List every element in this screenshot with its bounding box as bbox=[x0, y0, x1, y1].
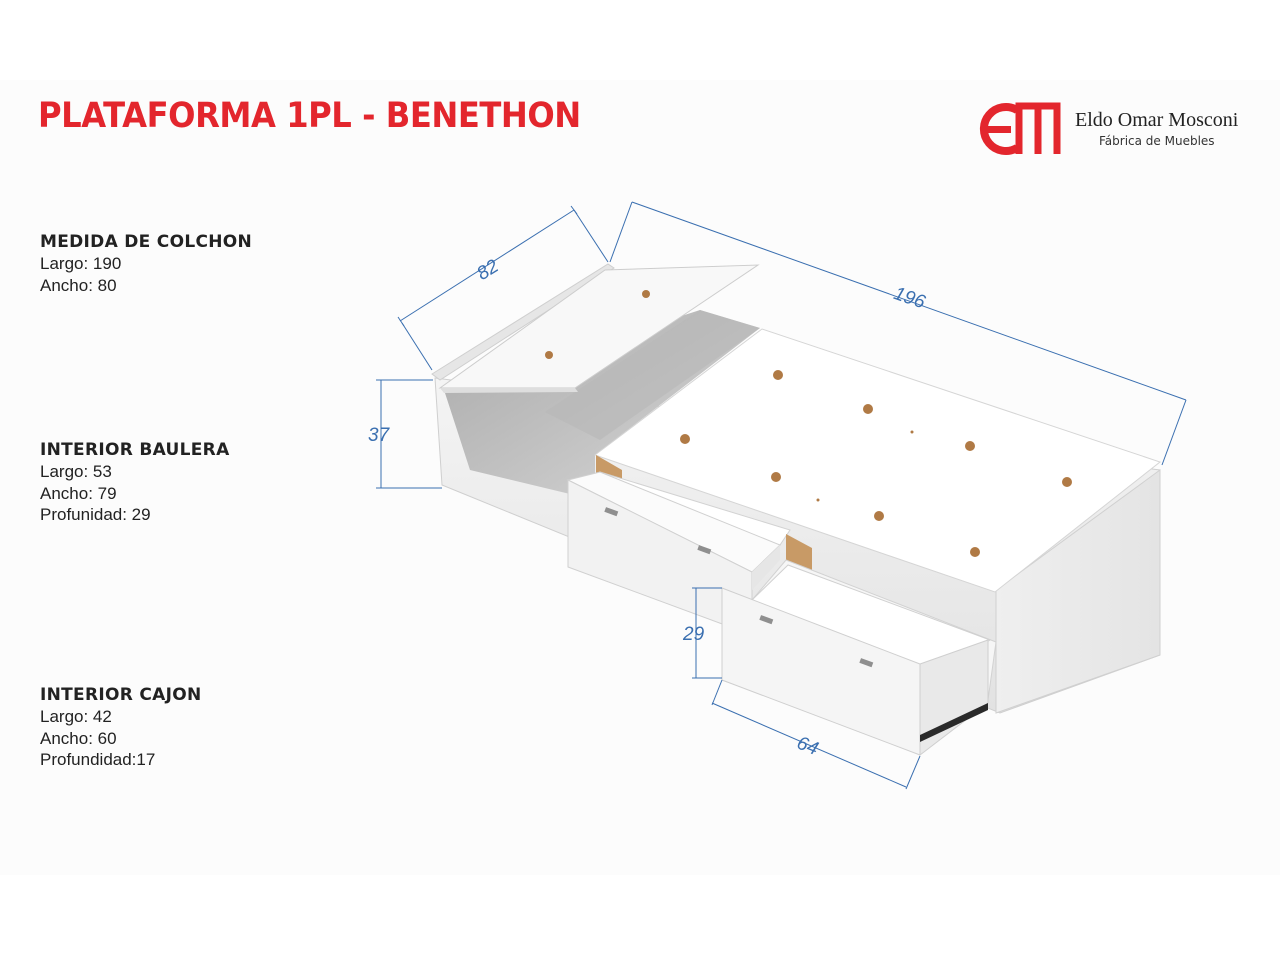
spec-mattress: MEDIDA DE COLCHON Largo: 190 Ancho: 80 bbox=[40, 231, 252, 296]
spec-line: Ancho: 60 bbox=[40, 728, 117, 748]
spec-line: Ancho: 80 bbox=[40, 275, 117, 295]
dimension-length-label: 196 bbox=[891, 283, 928, 313]
brand-name: Eldo Omar Mosconi bbox=[1075, 109, 1239, 131]
page-title: PLATAFORMA 1PL - BENETHON bbox=[38, 96, 581, 136]
spec-line: Ancho: 79 bbox=[40, 483, 117, 503]
dimension-height-label: 37 bbox=[368, 425, 391, 446]
spec-heading: INTERIOR BAULERA bbox=[40, 440, 230, 460]
spec-heading: MEDIDA DE COLCHON bbox=[40, 232, 253, 252]
dimension-drawer-height-label: 29 bbox=[682, 624, 705, 645]
em-logo-icon bbox=[979, 102, 1061, 155]
spec-line: Profunidad: 29 bbox=[40, 505, 151, 524]
dimension-width-label: 82 bbox=[473, 256, 502, 285]
lid-holes bbox=[545, 290, 650, 359]
spec-line: Largo: 53 bbox=[40, 462, 112, 481]
spec-line: Largo: 190 bbox=[40, 254, 122, 273]
brand-logo: Eldo Omar Mosconi Fábrica de Muebles bbox=[975, 96, 1255, 160]
spec-line: Largo: 42 bbox=[40, 707, 112, 726]
spec-drawer-interior: INTERIOR CAJON Largo: 42 Ancho: 60 Profu… bbox=[40, 684, 201, 771]
brand-tagline: Fábrica de Muebles bbox=[1099, 134, 1215, 148]
drawer-left bbox=[566, 455, 791, 636]
top-panel-holes bbox=[680, 370, 1072, 557]
dimension-lines bbox=[376, 201, 1187, 790]
spec-line: Profundidad:17 bbox=[40, 750, 156, 769]
dimension-drawer-width-label: 64 bbox=[794, 733, 821, 760]
spec-heading: INTERIOR CAJON bbox=[40, 685, 202, 705]
spec-storage-interior: INTERIOR BAULERA Largo: 53 Ancho: 79 Pro… bbox=[40, 439, 230, 526]
drawer-right bbox=[721, 534, 997, 757]
